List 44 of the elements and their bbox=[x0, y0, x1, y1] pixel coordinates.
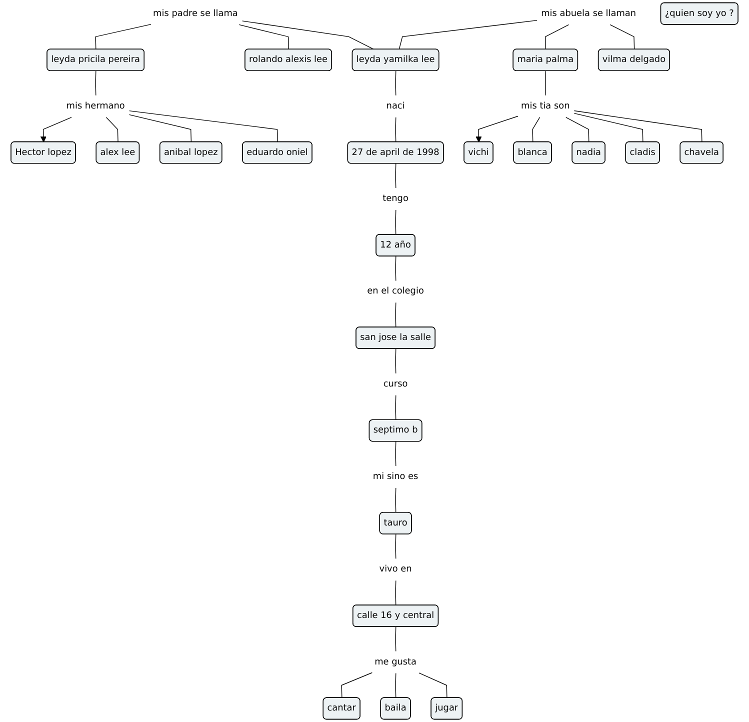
node-text: mis padre se llama bbox=[153, 8, 238, 19]
node-text: vivo en bbox=[379, 564, 412, 574]
connector bbox=[395, 534, 396, 560]
connector bbox=[532, 117, 540, 142]
connector bbox=[395, 394, 396, 420]
connector bbox=[395, 256, 396, 282]
connector bbox=[95, 24, 152, 50]
connector bbox=[242, 20, 374, 50]
connector bbox=[545, 70, 546, 96]
connector bbox=[574, 110, 702, 142]
connector bbox=[128, 110, 278, 142]
connector bbox=[395, 210, 396, 236]
connector bbox=[106, 117, 118, 142]
node-text: mis abuela se llaman bbox=[541, 8, 636, 19]
node-text: mi sino es bbox=[372, 471, 418, 482]
connector bbox=[395, 348, 396, 374]
node-text: en el colegio bbox=[367, 286, 424, 296]
connector bbox=[545, 24, 570, 50]
node-text: naci bbox=[386, 100, 405, 112]
connector bbox=[395, 672, 396, 698]
connector bbox=[395, 488, 396, 514]
arrow bbox=[40, 117, 72, 142]
node-text: mis hermano bbox=[66, 100, 125, 112]
connector bbox=[128, 114, 192, 142]
connector bbox=[398, 20, 538, 50]
node-text: me gusta bbox=[374, 656, 417, 668]
connector bbox=[610, 24, 635, 50]
connector bbox=[395, 117, 396, 142]
connector bbox=[566, 117, 590, 142]
connector bbox=[95, 70, 96, 96]
connector bbox=[574, 113, 644, 142]
connector bbox=[395, 626, 396, 652]
connector bbox=[395, 70, 396, 96]
connector bbox=[238, 24, 289, 50]
connector bbox=[395, 302, 396, 328]
connector bbox=[395, 163, 396, 189]
arrow bbox=[476, 116, 518, 142]
connector bbox=[418, 672, 448, 698]
connector bbox=[395, 441, 396, 467]
node-text: curso bbox=[383, 378, 408, 390]
connector bbox=[341, 672, 373, 698]
connector bbox=[395, 580, 396, 606]
node-text: tengo bbox=[382, 194, 408, 204]
node-text: mis tia son bbox=[521, 100, 570, 112]
